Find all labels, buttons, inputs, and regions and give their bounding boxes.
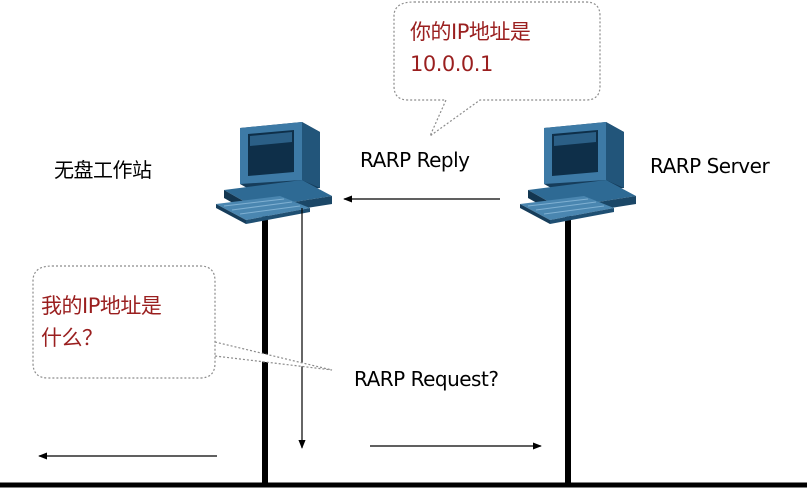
server-label: RARP Server	[650, 154, 770, 178]
server-bubble-text: 你的IP地址是 10.0.0.1	[410, 16, 531, 80]
client-bubble-line-1: 我的IP地址是	[41, 294, 162, 318]
client-bubble-line-2: 什么？	[41, 326, 103, 350]
server-speech-bubble	[393, 1, 601, 138]
server-computer-icon	[519, 121, 637, 225]
server-bubble-line-1: 你的IP地址是	[410, 20, 531, 44]
request-label: RARP Request?	[354, 367, 499, 391]
client-bubble-text: 我的IP地址是 什么？	[41, 290, 162, 354]
client-speech-bubble	[32, 265, 333, 379]
workstation-label: 无盘工作站	[54, 158, 152, 182]
server-bubble-line-2: 10.0.0.1	[410, 52, 493, 76]
workstation-computer-icon	[215, 121, 333, 225]
reply-label: RARP Reply	[360, 148, 470, 172]
